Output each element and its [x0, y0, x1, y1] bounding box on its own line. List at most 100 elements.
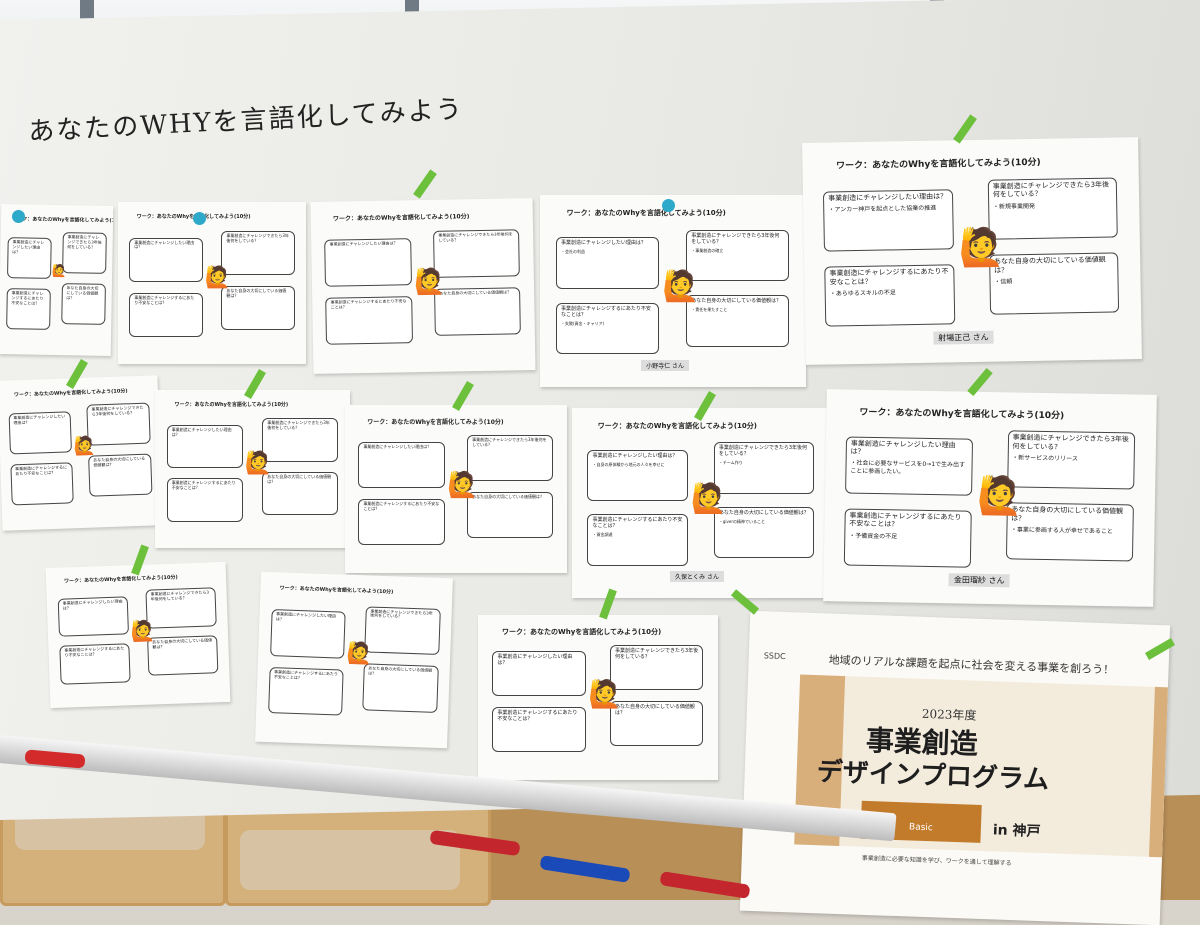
worksheet-5: ワーク：あなたのWhyを言語化してみよう(10分)事業創造にチャレンジしたい理由…: [802, 137, 1142, 365]
worksheet-question-text: 事業創造にチャレンジするにあたり不安なことは？: [363, 501, 440, 511]
raised-hand-person-icon: 🙋: [690, 481, 727, 515]
worksheet-question-text: あなた自身の大切にしている価値観は？: [152, 637, 213, 650]
worksheet-question-box: 事業創造にチャレンジするにあたり不安なことは？ ・あらゆるスキルの不足: [824, 264, 956, 327]
worksheet-question-box: あなた自身の大切にしている価値観は？・信頼: [988, 252, 1120, 315]
worksheet-question-box: 事業創造にチャレンジしたい理由は？・会社の利益: [555, 237, 660, 290]
worksheet-question-box: 事業創造にチャレンジしたい理由は？: [129, 237, 203, 282]
worksheet-heading: ワーク：あなたのWhyを言語化してみよう(10分): [174, 402, 289, 409]
worksheet-question-box: あなた自身の大切にしている価値観は？: [88, 453, 153, 497]
worksheet-question-box: あなた自身の大切にしている価値観は？: [361, 663, 439, 713]
worksheet-heading: ワーク：あなたのWhyを言語化してみよう(10分): [836, 157, 1041, 171]
worksheet-question-box: 事業創造にチャレンジしたい理由は？: [6, 237, 52, 279]
worksheet-question-box: あなた自身の大切にしている価値観は？: [262, 472, 339, 516]
worksheet-question-box: 事業創造にチャレンジするにあたり不安なことは？: [325, 296, 413, 345]
worksheet-question-text: 事業創造にチャレンジできたら3年後何をしている？: [691, 232, 780, 245]
worksheet-question-box: 事業創造にチャレンジしたい理由は？ ・自身の原体験から地元の人々を幸せに: [587, 449, 688, 502]
raised-hand-person-icon: 🙋: [662, 268, 700, 304]
worksheet-heading: ワーク：あなたのWhyを言語化してみよう(10分): [367, 418, 504, 426]
worksheet-question-box: 事業創造にチャレンジするにあたり不安なことは？: [9, 462, 75, 506]
worksheet-question-text: 事業創造にチャレンジしたい理由は？: [171, 426, 232, 437]
worksheet-question-box: あなた自身の大切にしている価値観は？・giverの精神でいること: [713, 506, 814, 559]
worksheet-answer-text: ・アンカー神戸を起点とした協業の推進: [828, 204, 937, 214]
magnet: [193, 212, 206, 225]
worksheet-question-text: あなた自身の大切にしている価値観は？: [93, 455, 146, 468]
worksheet-question-box: あなた自身の大切にしている価値観は？・事業に参画する人が幸せであること: [1005, 502, 1134, 562]
raised-hand-person-icon: 🙋: [447, 470, 479, 500]
worksheet-question-text: 事業創造にチャレンジしたい理由は？: [592, 452, 678, 459]
magnet: [12, 210, 25, 223]
worksheet-question-text: 事業創造にチャレンジするにあたり不安なことは？: [592, 517, 683, 530]
worksheet-question-text: 事業創造にチャレンジするにあたり不安なことは？: [560, 305, 651, 318]
worksheet-question-box: 事業創造にチャレンジするにあたり不安なことは？: [129, 292, 203, 337]
worksheet-question-box: 事業創造にチャレンジするにあたり不安なことは？・予備資金の不足: [843, 508, 972, 568]
worksheet-question-box: 事業創造にチャレンジするにあたり不安なことは？・資金調達: [587, 514, 688, 566]
worksheet-question-text: 事業創造にチャレンジできたら3年後何をしている？: [615, 647, 699, 660]
worksheet-answer-text: ・新規事業開発: [992, 202, 1036, 211]
worksheet-question-box: 事業創造にチャレンジできたら3年後何をしている？・事業創造の確立: [686, 229, 790, 282]
worksheet-11: ワーク：あなたのWhyを言語化してみよう(10分)事業創造にチャレンジしたい理由…: [45, 561, 231, 709]
worksheet-question-text: あなた自身の大切にしている価値観は？: [718, 509, 809, 516]
raised-hand-person-icon: 🙋: [346, 640, 374, 666]
magnet: [662, 199, 675, 212]
worksheet-question-text: 事業創造にチャレンジできたら3年後何をしている？: [91, 404, 144, 417]
poster-subtitle: 地域のリアルな課題を起点に社会を変える事業を創ろう！: [828, 653, 1115, 677]
worksheet-answer-text: ・あらゆるスキルの不足: [829, 289, 896, 298]
worksheet-question-text: 事業創造にチャレンジできたら3年後何をしている？: [67, 234, 102, 250]
worksheet-question-box: 事業創造にチャレンジするにあたり不安なことは？・失敗(資金・キャリア): [555, 302, 660, 355]
worksheet-question-text: 事業創造にチャレンジするにあたり不安なことは？: [330, 298, 407, 310]
worksheet-8: ワーク：あなたのWhyを言語化してみよう(10分) 事業創造にチャレンジしたい理由…: [345, 405, 567, 573]
participant-name-label: 金田瑠紗 さん: [948, 573, 1010, 588]
worksheet-question-text: あなた自身の大切にしている価値観は？: [472, 494, 544, 500]
worksheet-question-box: 事業創造にチャレンジできたら3年後何をしている？: [262, 418, 339, 462]
worksheet-question-box: 事業創造にチャレンジできたら3年後何をしている？: [433, 229, 521, 278]
worksheet-answer-text: ・責任を果たすこと: [691, 306, 728, 312]
worksheet-heading: ワーク：あなたのWhyを言語化してみよう(10分): [12, 215, 114, 224]
worksheet-question-text: 事業創造にチャレンジするにあたり不安なことは？: [849, 511, 962, 529]
worksheet-question-text: 事業創造にチャレンジしたい理由は？: [329, 240, 398, 247]
worksheet-heading: ワーク：あなたのWhyを言語化してみよう(10分): [13, 387, 128, 398]
worksheet-question-box: あなた自身の大切にしている価値観は？: [147, 635, 219, 676]
worksheet-question-box: 事業創造にチャレンジしたい理由は？: [166, 424, 243, 468]
raised-hand-person-icon: 🙋: [204, 264, 231, 289]
worksheet-question-box: 事業創造にチャレンジしたい理由は？: [269, 609, 347, 659]
worksheet-question-box: あなた自身の大切にしている価値観は？: [434, 287, 522, 336]
worksheet-question-text: 事業創造にチャレンジできたら3年後何をしている？: [438, 231, 513, 243]
raised-hand-person-icon: 🙋: [51, 263, 67, 279]
worksheet-3: ワーク：あなたのWhyを言語化してみよう(10分)事業創造にチャレンジしたい理由…: [310, 198, 536, 374]
worksheet-heading: ワーク：あなたのWhyを言語化してみよう(10分): [63, 574, 178, 585]
raised-hand-person-icon: 🙋: [130, 618, 156, 644]
worksheet-question-box: 事業創造にチャレンジできたら3年後何をしている？ ・新サービスのリリース: [1006, 430, 1136, 490]
worksheet-question-text: 事業創造にチャレンジするにあたり不安なことは？: [171, 480, 236, 491]
worksheet-question-text: あなた自身の大切にしている価値観は？: [267, 474, 332, 484]
worksheet-answer-text: ・新サービスのリリース: [1012, 454, 1078, 463]
worksheet-question-text: 事業創造にチャレンジしたい理由は？: [12, 239, 45, 254]
worksheet-question-text: あなた自身の大切にしている価値観は？: [368, 665, 433, 676]
worksheet-question-box: あなた自身の大切にしている価値観は？: [610, 700, 704, 746]
worksheet-question-text: 事業創造にチャレンジするにあたり不安なことは？: [64, 645, 125, 658]
worksheet-heading: ワーク：あなたのWhyを言語化してみよう(10分): [279, 585, 394, 596]
worksheet-question-box: 事業創造にチャレンジできたら3年後何をしている？: [61, 232, 107, 274]
worksheet-6: ワーク：あなたのWhyを言語化してみよう(10分) 事業創造にチャレンジしたい理由…: [0, 375, 163, 531]
poster-location: in 神戸: [992, 822, 1041, 841]
worksheet-question-text: 事業創造にチャレンジするにあたり不安なことは？: [829, 267, 949, 287]
worksheet-question-box: 事業創造にチャレンジできたら3年後何をしている？・チーム作り: [713, 442, 814, 494]
participant-name-label: 久保とくみ さん: [670, 571, 724, 583]
worksheet-question-box: 事業創造にチャレンジするにあたり不安なことは？: [267, 667, 345, 717]
worksheet-answer-text: ・事業に参画する人が幸せであること: [1010, 526, 1113, 536]
worksheet-answer-text: ・会社の利益: [560, 249, 585, 255]
worksheet-question-text: 事業創造にチャレンジできたら3年後何をしている？: [718, 445, 808, 458]
worksheet-question-text: 事業創造にチャレンジしたい理由は？: [363, 443, 432, 449]
chair-seat: [240, 830, 460, 890]
worksheet-question-text: 事業創造にチャレンジしたい理由は？: [134, 239, 195, 250]
worksheet-question-text: 事業創造にチャレンジしたい理由は？: [275, 611, 337, 622]
worksheet-question-box: 事業創造にチャレンジしたい理由は？: [8, 411, 73, 455]
worksheet-question-box: あなた自身の大切にしている価値観は？: [467, 492, 554, 539]
raised-hand-person-icon: 🙋: [588, 679, 623, 710]
worksheet-question-box: あなた自身の大切にしている価値観は？・責任を果たすこと: [686, 294, 790, 347]
participant-name-label: 小野寺仁 さん: [641, 360, 689, 372]
worksheet-question-text: 事業創造にチャレンジできたら3年後何をしている？: [1012, 433, 1130, 451]
worksheet-question-box: あなた自身の大切にしている価値観は？: [221, 286, 295, 331]
worksheet-question-box: 事業創造にチャレンジできたら3年後何をしている？: [610, 644, 704, 690]
worksheet-answer-text: ・自身の原体験から地元の人々を幸せに: [592, 461, 665, 467]
worksheet-9: ワーク：あなたのWhyを言語化してみよう(10分)事業創造にチャレンジしたい理由…: [572, 408, 830, 598]
